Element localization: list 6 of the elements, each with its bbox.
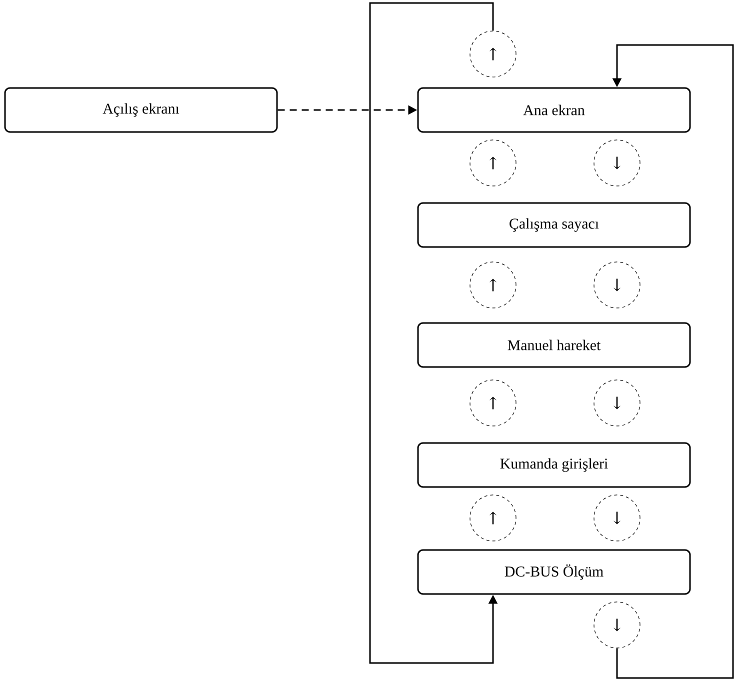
screen-box: Ana ekran (417, 87, 691, 133)
screen-box: Açılış ekranı (4, 87, 278, 133)
screen-box: Manuel hareket (417, 322, 691, 368)
screen-box: Kumanda girişleri (417, 442, 691, 488)
screen-box: DC-BUS Ölçüm (417, 549, 691, 595)
screen-box: Çalışma sayacı (417, 202, 691, 248)
